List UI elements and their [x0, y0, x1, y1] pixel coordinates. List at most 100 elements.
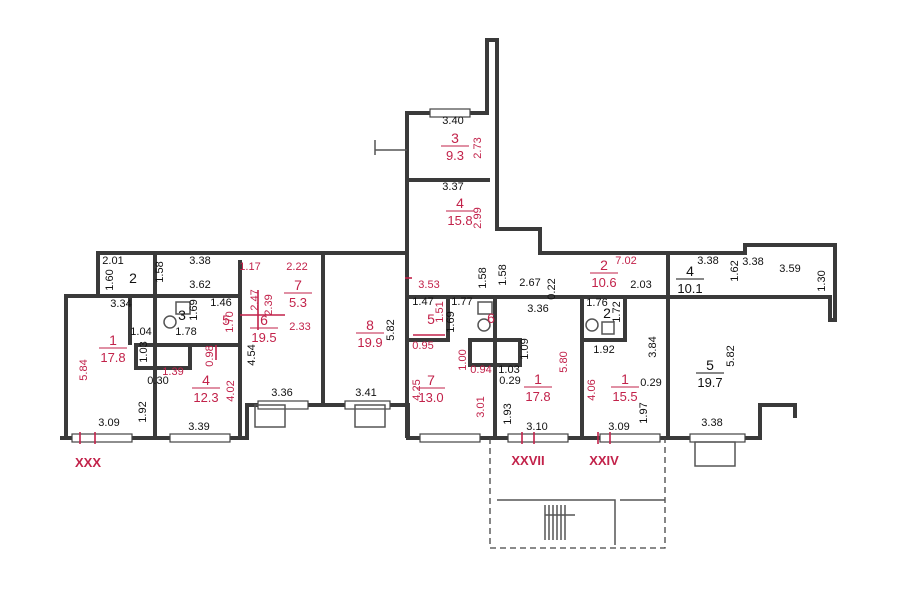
window: [419, 433, 481, 443]
room-number: 2: [603, 305, 611, 321]
porch-walls: [497, 499, 665, 545]
room-area: 15.8: [447, 213, 472, 228]
axis-label: XXVII: [511, 453, 544, 468]
dimension-label: 4.02: [225, 380, 237, 401]
dimension-label: 1.00: [457, 349, 469, 370]
room-label: 2: [129, 270, 137, 286]
dimension-label: 3.41: [355, 387, 376, 399]
dimension-label: 3.37: [442, 181, 463, 193]
room-area: 19.7: [697, 375, 722, 390]
room-area: 17.8: [525, 389, 550, 404]
room-label: 410.1: [676, 263, 704, 296]
room-area: 13.0: [418, 390, 443, 405]
room-label: 117.8: [524, 371, 552, 404]
room-area: 17.8: [100, 350, 125, 365]
room-label: 210.6: [590, 257, 618, 290]
window: [599, 433, 661, 443]
dimension-label: 5.80: [558, 351, 570, 372]
room-label: 519.7: [696, 357, 724, 390]
dimension-label: 2.47: [249, 289, 261, 310]
room-label: 415.8: [446, 195, 474, 228]
room-area: 19.5: [251, 330, 276, 345]
porch-outline: [489, 438, 666, 549]
room-area: 5.3: [289, 295, 307, 310]
dimension-label: 1.62: [729, 260, 741, 281]
window: [507, 433, 569, 443]
window: [71, 433, 133, 443]
dimension-label: 3.59: [779, 263, 800, 275]
room-number: 8: [366, 317, 374, 333]
room-number: 3: [178, 307, 186, 323]
room-label: 619.5: [250, 312, 278, 345]
dimension-label: 1.47: [412, 296, 433, 308]
window: [429, 108, 471, 118]
dimension-label: 3.38: [701, 417, 722, 429]
room-label: 2: [603, 305, 611, 321]
room-label: 5: [427, 311, 435, 327]
dimension-label: 4.54: [246, 344, 258, 365]
dimension-label: 5.82: [725, 345, 737, 366]
room-area: 9.3: [446, 148, 464, 163]
windows: [71, 108, 746, 467]
red-marks: [79, 277, 611, 444]
room-label: 6: [487, 310, 495, 326]
dimension-label: 1.46: [210, 297, 231, 309]
dimension-label: 2.67: [519, 277, 540, 289]
room-number: 4: [456, 195, 464, 211]
room-area: 10.6: [591, 275, 616, 290]
entrance-porch: [489, 438, 666, 549]
room-area: 12.3: [193, 390, 218, 405]
room-label: 713.0: [417, 372, 445, 405]
dimension-label: 1.60: [104, 269, 116, 290]
dimension-label: 3.38: [189, 255, 210, 267]
balcony: [354, 404, 386, 428]
dimension-label: 1.39: [162, 366, 183, 378]
room-label: 3: [178, 307, 186, 323]
room-number: 1: [109, 332, 117, 348]
toilet-icon: [601, 321, 615, 335]
room-number: 1: [534, 371, 542, 387]
dimension-label: 0.95: [412, 340, 433, 352]
dimension-label: 1.58: [497, 264, 509, 285]
toilet-icon: [175, 301, 191, 315]
sink-icon: [585, 318, 599, 332]
room-number: 5: [427, 311, 435, 327]
room-number: 2: [600, 257, 608, 273]
fixtures: [163, 301, 615, 335]
dimension-label: 2.73: [472, 137, 484, 158]
dimension-label: 1.09: [519, 338, 531, 359]
room-label: 39.3: [441, 130, 469, 163]
wall-right-wing: [666, 243, 837, 440]
dimension-label: 1.04: [130, 326, 151, 338]
stairs: [544, 505, 575, 540]
dimension-label: 0.29: [640, 377, 661, 389]
dimension-label: 0.29: [499, 375, 520, 387]
dimension-label: 3.38: [742, 256, 763, 268]
dimension-label: 2.99: [472, 207, 484, 228]
dimension-label: 1.30: [816, 270, 828, 291]
room-label: 75.3: [284, 277, 312, 310]
room-number: 2: [129, 270, 137, 286]
balcony: [254, 404, 286, 428]
balcony: [694, 441, 736, 467]
dimension-label: 1.97: [638, 402, 650, 423]
dimension-label: 1.77: [451, 296, 472, 308]
dimension-label: 3.10: [526, 421, 547, 433]
room-label: 819.9: [356, 317, 384, 350]
dimension-label: 1.92: [593, 344, 614, 356]
sink-icon: [163, 315, 177, 329]
dimension-label: 3.62: [189, 279, 210, 291]
room-area: 15.5: [612, 389, 637, 404]
room-number: 6: [260, 312, 268, 328]
dimension-label: 4.06: [586, 379, 598, 400]
axis-labels: XXX XXVII XXIV: [75, 453, 619, 470]
dimension-label: 5.84: [78, 359, 90, 380]
room-number: 5: [706, 357, 714, 373]
dimension-label: 1.03: [498, 364, 519, 376]
room-number: 1: [621, 371, 629, 387]
dimension-label: 0.22: [546, 278, 558, 299]
toilet-icon: [477, 301, 493, 315]
room-number: 4: [686, 263, 694, 279]
dimension-label: 3.36: [527, 303, 548, 315]
